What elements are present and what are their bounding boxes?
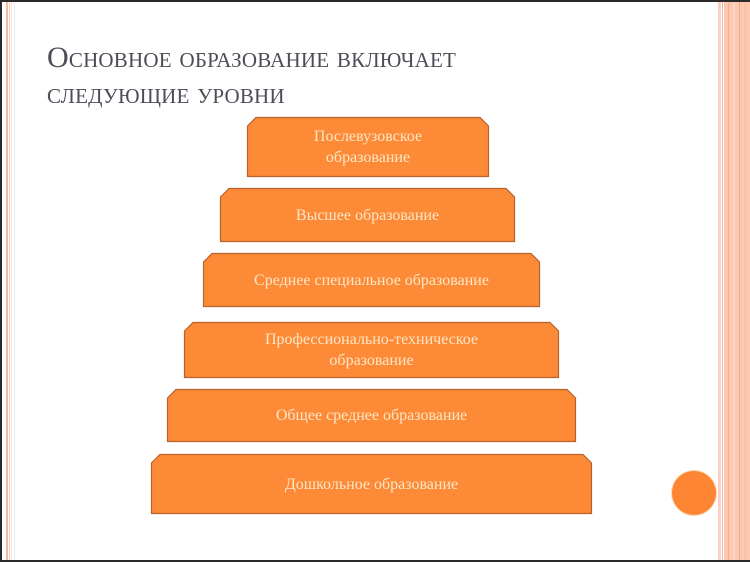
left-decor-stripe bbox=[9, 2, 10, 560]
snipped-rectangle-shape bbox=[183, 321, 560, 379]
left-decor-stripe bbox=[14, 2, 15, 560]
snipped-rectangle-shape bbox=[150, 453, 593, 515]
left-decor-stripe bbox=[11, 2, 12, 560]
pyramid-level-preschool[interactable]: Дошкольное образование bbox=[150, 453, 593, 515]
snipped-rectangle-shape bbox=[219, 187, 516, 243]
right-decor-stripe bbox=[739, 2, 740, 560]
orange-circle-icon bbox=[672, 471, 716, 515]
level-label: Высшее образование bbox=[295, 206, 440, 224]
left-decor-stripe bbox=[6, 2, 8, 560]
slide-title: Основное образование включает следующие … bbox=[47, 40, 687, 112]
snipped-rectangle-shape bbox=[246, 116, 490, 178]
pyramid-level-vocational[interactable]: Профессионально-техническое образование bbox=[183, 321, 560, 379]
pyramid-level-postgraduate[interactable]: Послевузовское образование bbox=[246, 116, 490, 178]
level-label: Среднее специальное образование bbox=[254, 271, 489, 289]
snipped-rectangle-shape bbox=[202, 252, 541, 308]
pyramid-level-general-secondary[interactable]: Общее среднее образование bbox=[166, 388, 577, 443]
level-label: Профессионально-техническое образование bbox=[264, 331, 479, 369]
level-label: Дошкольное образование bbox=[284, 475, 459, 493]
right-decor-stripe bbox=[733, 2, 735, 560]
right-decor-stripe bbox=[728, 2, 729, 560]
pyramid-level-secondary-special[interactable]: Среднее специальное образование bbox=[202, 252, 541, 308]
snipped-rectangle-shape bbox=[166, 388, 577, 443]
right-decor-stripe bbox=[722, 2, 723, 560]
right-decor-stripe bbox=[718, 2, 721, 560]
pyramid-level-higher[interactable]: Высшее образование bbox=[219, 187, 516, 243]
level-label: Общее среднее образование bbox=[275, 407, 468, 424]
title-line-1: Основное образование включает bbox=[47, 41, 457, 74]
title-line-2: следующие уровни bbox=[47, 77, 285, 110]
level-label: Послевузовское образование bbox=[313, 128, 423, 166]
right-decor-stripe bbox=[744, 2, 746, 560]
